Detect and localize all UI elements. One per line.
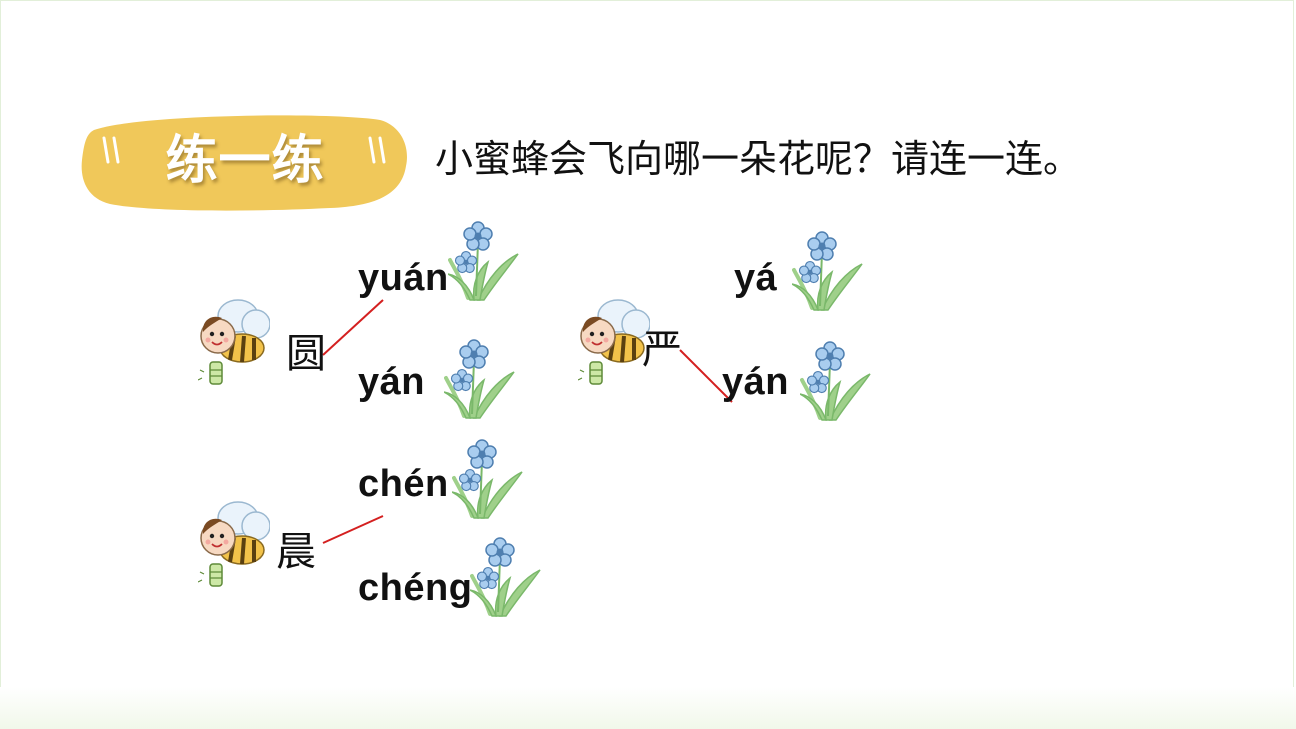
bee-icon <box>198 298 270 386</box>
banner-title: 练一练 <box>165 131 325 191</box>
bee-icon <box>198 500 270 588</box>
character-yan: 严 <box>642 327 682 373</box>
blue-flower-icon <box>452 438 524 520</box>
bee-icon <box>578 298 650 386</box>
connector-yan <box>679 349 733 403</box>
pinyin-option-cheng[interactable]: chéng <box>358 567 473 609</box>
character-yuan: 圆 <box>286 331 326 377</box>
blue-flower-icon <box>800 340 872 422</box>
character-chen: 晨 <box>276 529 316 575</box>
practice-banner: 练一练 <box>80 108 408 214</box>
blue-flower-icon <box>444 338 516 420</box>
blue-flower-icon <box>448 220 520 302</box>
pinyin-option-yan-2[interactable]: yán <box>722 361 789 403</box>
connector-yuan <box>322 299 384 356</box>
instruction-text: 小蜜蜂会飞向哪一朵花呢？请连一连。 <box>435 137 1082 181</box>
pinyin-option-yuan[interactable]: yuán <box>358 257 449 299</box>
connector-chen <box>322 515 384 544</box>
pinyin-option-yan[interactable]: yán <box>358 361 425 403</box>
pinyin-option-ya[interactable]: yá <box>734 257 778 299</box>
blue-flower-icon <box>470 536 542 618</box>
blue-flower-icon <box>792 230 864 312</box>
banner-shape <box>81 115 407 211</box>
bottom-strip <box>0 687 1296 729</box>
pinyin-option-chen[interactable]: chén <box>358 463 449 505</box>
